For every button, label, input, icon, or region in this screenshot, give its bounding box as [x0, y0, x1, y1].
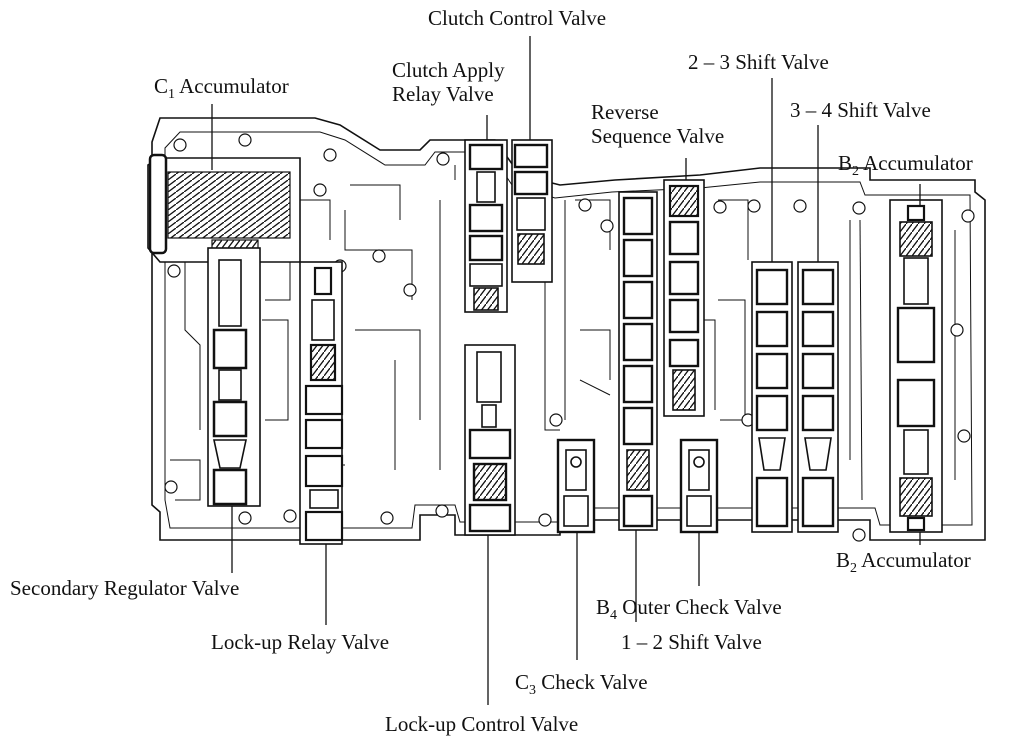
- label-2-3-shift-valve: 2 – 3 Shift Valve: [688, 50, 829, 74]
- lockup-control-valve: [464, 344, 516, 536]
- 3-4-shift-valve: [797, 261, 839, 533]
- label-b2-accumulator-top: B2 Accumulator: [838, 151, 973, 179]
- label-b2-accumulator-bottom: B2 Accumulator: [836, 548, 971, 576]
- label-lockup-relay-valve: Lock-up Relay Valve: [211, 630, 390, 654]
- b2-accumulators: [889, 199, 943, 533]
- lockup-relay-valve: [299, 261, 344, 545]
- label-lockup-control-valve: Lock-up Control Valve: [385, 712, 579, 736]
- label-secondary-regulator-valve: Secondary Regulator Valve: [10, 576, 240, 600]
- secondary-regulator-valve: [207, 247, 261, 507]
- label-c3-check-valve: C3 Check Valve: [515, 670, 648, 698]
- label-3-4-shift-valve: 3 – 4 Shift Valve: [790, 98, 931, 122]
- clutch-control-valve: [511, 139, 553, 283]
- label-b4-outer-check-valve: B4 Outer Check Valve: [596, 595, 782, 623]
- c3-check-valve: [556, 438, 596, 534]
- c1-accumulator: [147, 153, 301, 263]
- label-c1-accumulator: C1 Accumulator: [154, 74, 289, 102]
- label-clutch-control-valve: Clutch Control Valve: [428, 6, 607, 30]
- 2-3-shift-valve: [751, 261, 793, 533]
- b4-outer-check-valve: [679, 438, 719, 534]
- reverse-sequence-valve: [663, 179, 705, 417]
- leader-lines: [211, 36, 921, 705]
- label-1-2-shift-valve: 1 – 2 Shift Valve: [621, 630, 762, 654]
- 1-2-shift-valve: [618, 191, 658, 531]
- clutch-apply-relay-valve: [464, 139, 508, 313]
